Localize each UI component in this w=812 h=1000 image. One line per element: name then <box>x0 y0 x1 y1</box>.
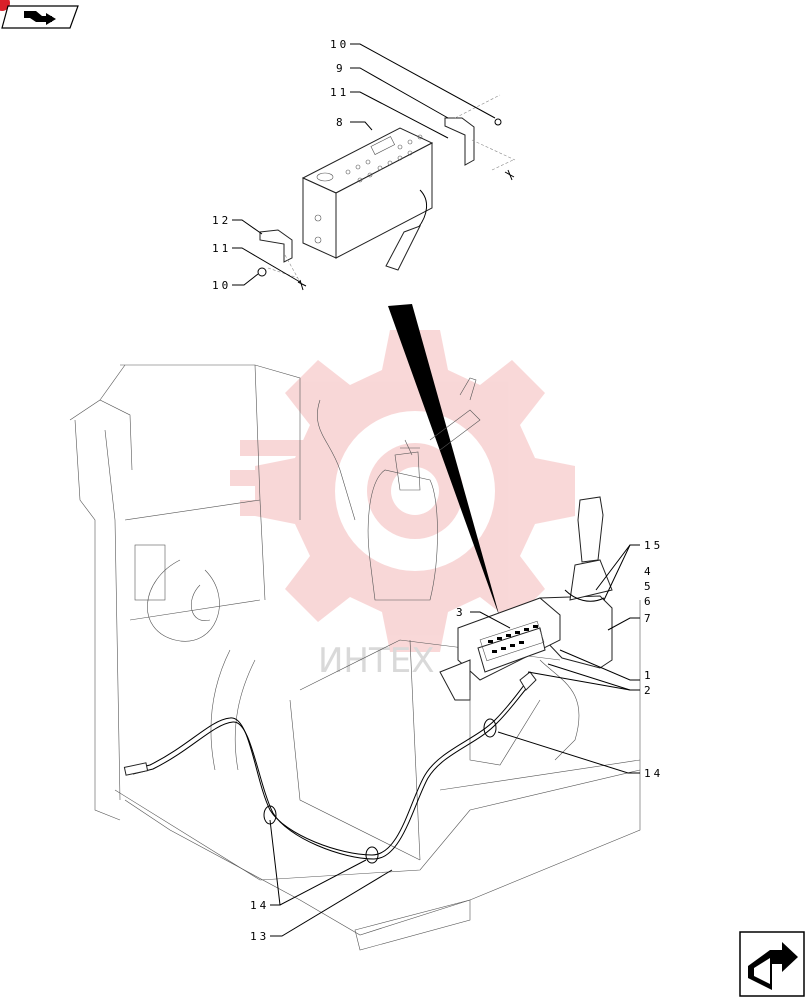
callout-9: 9 <box>336 62 346 75</box>
callout-8: 8 <box>336 116 346 129</box>
callout-6: 6 <box>644 595 654 608</box>
callout-10-bottom: 10 <box>212 279 231 292</box>
detail-pointer <box>388 304 500 618</box>
callout-7: 7 <box>644 612 654 625</box>
callout-11-bottom: 11 <box>212 242 231 255</box>
prev-page-arrow-icon[interactable] <box>0 0 79 29</box>
leader-lines <box>232 43 640 937</box>
callout-11-top: 11 <box>330 86 349 99</box>
callout-14-right: 14 <box>644 767 663 780</box>
watermark-gear <box>230 330 575 652</box>
callout-3: 3 <box>456 606 466 619</box>
callout-1: 1 <box>644 669 654 682</box>
watermark-text: ИНТЕХ <box>318 641 435 681</box>
callout-13: 13 <box>250 930 269 943</box>
left-joystick-console <box>316 377 481 601</box>
wiring-harness <box>123 671 537 864</box>
callout-4: 4 <box>644 565 654 578</box>
callout-labels: 10 9 11 8 12 11 10 15 4 5 6 7 3 1 2 14 1… <box>212 38 663 943</box>
callout-14-left: 14 <box>250 899 269 912</box>
right-joystick-console <box>439 496 613 766</box>
switch-panel-exploded <box>257 94 516 291</box>
callout-10-top: 10 <box>330 38 349 51</box>
callout-5: 5 <box>644 580 654 593</box>
callout-12: 12 <box>212 214 231 227</box>
cab-structure <box>69 364 641 951</box>
callout-15: 15 <box>644 539 663 552</box>
callout-2: 2 <box>644 684 654 697</box>
next-page-arrow-icon[interactable] <box>739 931 805 997</box>
